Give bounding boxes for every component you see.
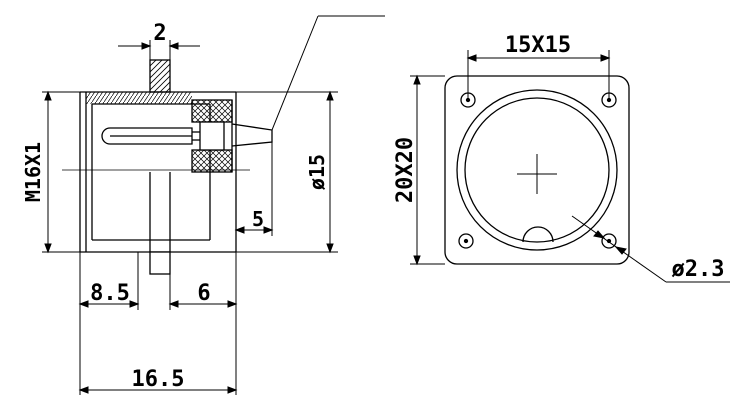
rear-length-label: 6 xyxy=(197,281,210,306)
hole-spacing-label: 15X15 xyxy=(505,33,571,58)
inner-ring xyxy=(464,97,610,243)
side-view-labels: 2 M16X1 ø15 5 8.5 6 16.5 xyxy=(21,21,329,392)
side-view-dimensions xyxy=(42,15,385,395)
pin-offset-label: 5 xyxy=(252,207,264,231)
front-length-label: 8.5 xyxy=(90,281,130,306)
key-notch xyxy=(522,226,554,243)
body-diameter-label: ø15 xyxy=(305,154,329,190)
mounting-hole-bl xyxy=(458,233,474,249)
rear-insulator xyxy=(191,99,233,173)
flange xyxy=(149,59,171,275)
hole-diameter-label: ø2.3 xyxy=(672,257,725,282)
thread-label: M16X1 xyxy=(21,142,45,202)
outer-ring xyxy=(456,89,618,251)
thread-hatch-top xyxy=(86,92,192,104)
side-view xyxy=(62,59,273,275)
flange-size-label: 20X20 xyxy=(393,137,418,203)
overall-length-label: 16.5 xyxy=(132,367,185,392)
flange-outline xyxy=(444,75,630,265)
contact-pin xyxy=(101,123,273,147)
flange-thickness-label: 2 xyxy=(153,21,166,46)
front-view-dimensions xyxy=(410,50,730,283)
mounting-hole-br xyxy=(601,233,617,249)
front-view-labels: 15X15 20X20 ø2.3 xyxy=(393,33,724,282)
